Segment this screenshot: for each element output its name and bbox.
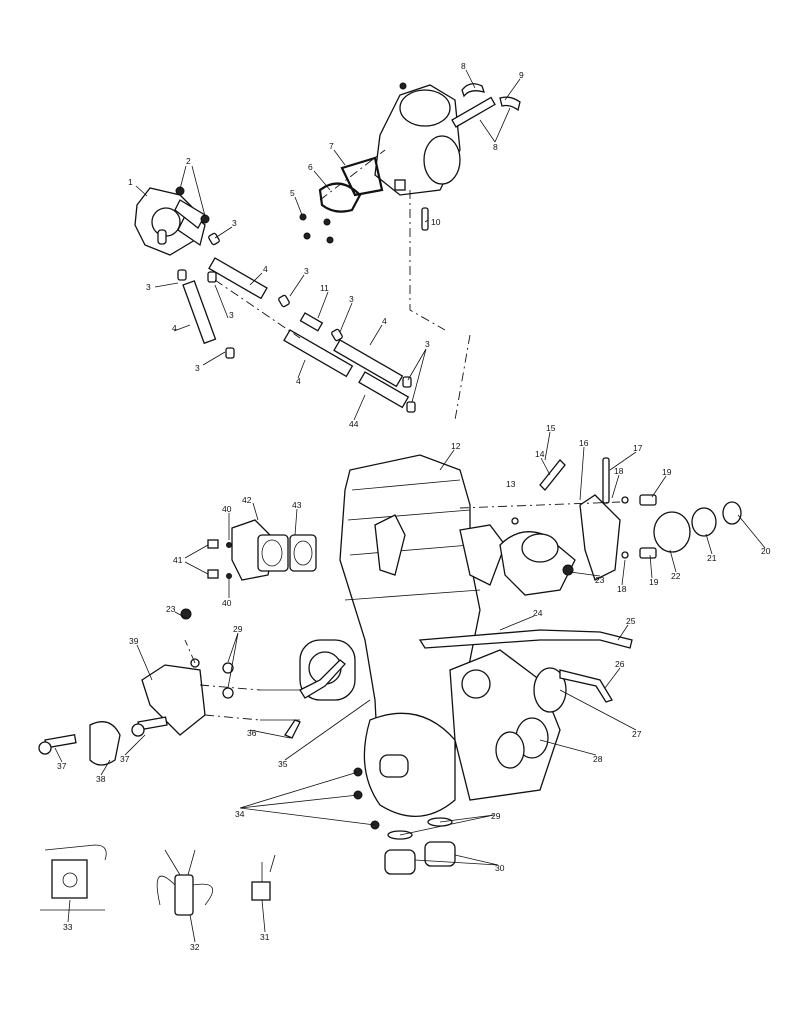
callout-labels: 1 2 3 4 3 3 3 4 3 11 3 4 4 3 44 5 6 7 8 … (57, 61, 771, 952)
callout: 14 (535, 449, 545, 459)
callout: 4 (263, 264, 268, 274)
callout: 16 (579, 438, 589, 448)
callout: 11 (320, 283, 329, 293)
callout: 37 (120, 754, 130, 764)
callout: 9 (519, 70, 524, 80)
screw-2a (175, 186, 185, 196)
callout: 13 (506, 479, 516, 489)
callout: 5 (290, 188, 295, 198)
callout: 7 (329, 141, 334, 151)
hoses-cables (260, 629, 633, 739)
leader-lines (54, 69, 766, 943)
callout: 28 (593, 754, 603, 764)
carb-gaskets (299, 149, 471, 421)
callout: 29 (233, 624, 243, 634)
callout: 3 (229, 310, 234, 320)
callout: 32 (190, 942, 200, 952)
callout: 3 (195, 363, 200, 373)
callout: 3 (304, 266, 309, 276)
callout: 25 (626, 616, 636, 626)
callout: 24 (533, 608, 543, 618)
callout: 18 (614, 466, 624, 476)
callout: 21 (707, 553, 717, 563)
mount-bracket-left (38, 608, 261, 766)
callout: 1 (128, 177, 133, 187)
callout: 33 (63, 922, 73, 932)
callout: 12 (451, 441, 461, 451)
callout: 40 (222, 598, 232, 608)
callout: 20 (761, 546, 771, 556)
callout: 35 (278, 759, 288, 769)
callout: 23 (595, 575, 605, 585)
callout: 22 (671, 571, 681, 581)
callout: 8 (461, 61, 466, 71)
callout: 41 (173, 555, 183, 565)
callout: 23 (166, 604, 176, 614)
callout: 26 (615, 659, 625, 669)
callout: 38 (96, 774, 106, 784)
exhaust-flange (207, 519, 317, 581)
callout: 17 (633, 443, 643, 453)
callout: 4 (382, 316, 387, 326)
screw-2b (200, 214, 210, 224)
callout: 44 (349, 419, 359, 429)
fuel-lines (177, 232, 416, 413)
callout: 18 (617, 584, 627, 594)
electrical-components (40, 844, 276, 916)
callout: 3 (146, 282, 151, 292)
callout: 15 (546, 423, 556, 433)
callout: 3 (232, 218, 237, 228)
callout: 10 (431, 217, 441, 227)
engine-block (299, 454, 576, 817)
callout: 19 (662, 467, 672, 477)
callout: 6 (308, 162, 313, 172)
callout: 27 (632, 729, 642, 739)
callout: 3 (425, 339, 430, 349)
callout: 8 (493, 142, 498, 152)
callout: 39 (129, 636, 139, 646)
fuel-pump (134, 187, 206, 256)
callout: 4 (172, 323, 177, 333)
callout: 2 (186, 156, 191, 166)
callout: 42 (242, 495, 252, 505)
mount-bracket-right (459, 457, 742, 581)
callout: 19 (649, 577, 659, 587)
callout: 29 (491, 811, 501, 821)
callout: 40 (222, 504, 232, 514)
callout: 36 (247, 728, 257, 738)
callout: 3 (349, 294, 354, 304)
carburetor (374, 82, 521, 196)
callout: 31 (260, 932, 270, 942)
callout: 30 (495, 863, 505, 873)
callout: 43 (292, 500, 302, 510)
callout: 4 (296, 376, 301, 386)
callout: 34 (235, 809, 245, 819)
callout: 37 (57, 761, 67, 771)
